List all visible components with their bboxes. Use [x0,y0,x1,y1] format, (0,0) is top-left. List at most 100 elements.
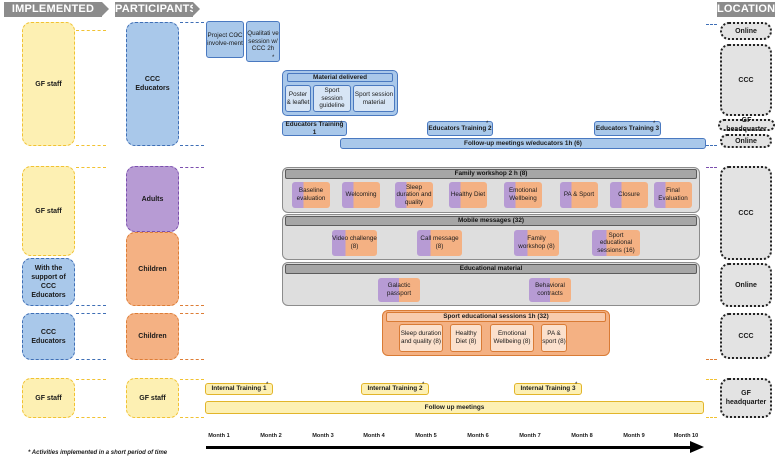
connector [76,167,106,168]
connector [76,417,106,418]
participant-children-sport: Children [126,313,179,360]
participant-children-families: Children [126,232,179,306]
mobile-message-item: Sport educational sessions (16) [592,230,640,256]
connector [706,379,717,380]
internal-training-3: Internal Training 3 [514,383,582,395]
connector [706,417,717,418]
family-workshop-item: Healthy Diet [449,182,487,208]
impl-gf-staff-families: GF staff [22,166,75,256]
month-label: Month 10 [673,433,699,439]
star-marker: * [486,121,489,127]
impl-with-support-ccc: With the support of CCC Educators [22,258,75,306]
month-label: Month 1 [208,433,230,439]
educators-training-2: Educators Training 2 [427,121,493,136]
footnote: * Activities implemented in a short peri… [28,450,168,456]
location-gf-headquarter-1: GF headquarter [718,117,775,133]
star-marker: * [653,121,656,127]
educators-training-1: Educators Training 1 [282,121,347,136]
header-location: LOCATION [717,2,776,17]
month-label: Month 6 [467,433,489,439]
timeline-arrowhead [690,441,704,453]
participant-ccc-educators: CCC Educators [126,22,179,146]
internal-training-2: Internal Training 2 [361,383,429,395]
sport-session-item: Healthy Diet (8) [450,324,482,352]
header-participants: PARTICIPANTS [115,2,200,17]
location-ccc-2: CCC [720,166,772,260]
material-item: Sport session guideline [313,85,351,112]
connector [76,359,106,360]
family-workshop-item: Welcoming [342,182,380,208]
connector [180,313,204,314]
sport-sessions-title: Sport educational sessions 1h (32) [386,312,606,322]
material-delivered-title: Material delivered [287,73,393,82]
impl-ccc-educators: CCC Educators [22,313,75,360]
location-online-2: Online [720,134,772,148]
timeline-axis [206,446,692,449]
educational-material-title: Educational material [285,264,697,274]
month-label: Month 4 [363,433,385,439]
educational-material-item: Behavioral contracts [529,278,571,302]
sport-session-item: PA & sport (8) [541,324,567,352]
header-implemented-by: IMPLEMENTED BY [4,2,109,30]
connector [180,359,204,360]
family-workshop-item: Sleep duration and quality [395,182,433,208]
follow-up-educators: Follow-up meetings w/educators 1h (6) [340,138,706,149]
connector [76,30,106,31]
connector [706,359,717,360]
mobile-messages-title: Mobile messages (32) [285,216,697,226]
qualitative-session: Qualitati ve session w/ CCC 2h [246,21,280,62]
connector [180,167,204,168]
material-item: Sport session material [353,85,395,112]
sport-session-item: Emotional Wellbeing (8) [490,324,534,352]
family-workshop-item: Final Evaluation [654,182,692,208]
month-label: Month 7 [519,433,541,439]
month-label: Month 3 [312,433,334,439]
month-label: Month 8 [571,433,593,439]
participant-adults: Adults [126,166,179,232]
star-marker: * [575,382,578,388]
month-label: Month 9 [623,433,645,439]
connector [180,22,204,23]
internal-training-1: Internal Training 1 [205,383,273,395]
connector [76,145,106,146]
location-online-1: Online [720,22,772,40]
participant-gf-staff: GF staff [126,378,179,418]
mobile-message-item: Call message (8) [417,230,462,256]
connector [706,145,717,146]
connector [180,379,204,380]
connector [706,167,717,168]
impl-gf-staff-internal: GF staff [22,378,75,418]
connector [180,305,204,306]
month-label: Month 2 [260,433,282,439]
location-gf-headquarter-2: GF headquarter [720,378,772,418]
star-marker: * [266,382,269,388]
month-label: Month 5 [415,433,437,439]
family-workshop-item: Baseline evaluation [292,182,330,208]
connector [76,379,106,380]
connector [76,313,106,314]
follow-up-meetings: Follow up meetings [205,401,704,414]
family-workshop-item: Emotional Wellbeing [504,182,542,208]
connector [76,305,106,306]
connector [706,24,717,25]
family-workshop-item: PA & Sport [560,182,598,208]
star-marker: * [422,382,425,388]
project-ccc-involvement: Project CCC involve-ment [206,21,244,58]
sport-session-item: Sleep duration and quality (8) [399,324,443,352]
location-ccc-3: CCC [720,313,772,359]
connector [180,417,204,418]
mobile-message-item: Family workshop (8) [514,230,559,256]
family-workshop-item: Closure [610,182,648,208]
star-marker: * [236,34,239,40]
impl-gf-staff-educators: GF staff [22,22,75,146]
star-marker: * [340,121,343,127]
star-marker: * [272,55,275,61]
location-online-3: Online [720,263,772,307]
educational-material-item: Galactic passport [378,278,420,302]
material-item: Poster & leaflet [285,85,311,112]
mobile-message-item: Video challenge (8) [332,230,377,256]
location-ccc-1: CCC [720,44,772,116]
family-workshop-title: Family workshop 2 h (8) [285,169,697,179]
connector [180,145,204,146]
educators-training-3: Educators Training 3 [594,121,661,136]
